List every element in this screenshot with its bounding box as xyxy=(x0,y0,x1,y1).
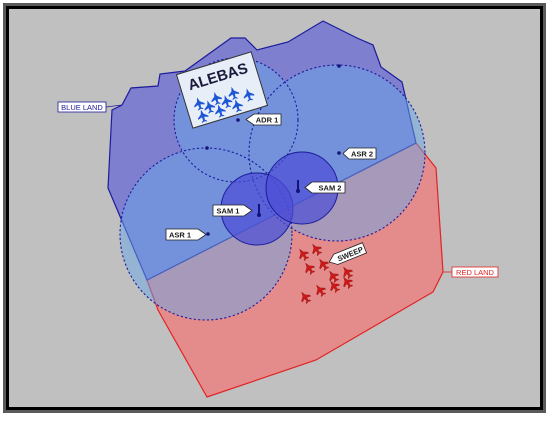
sam2-tag: SAM 2 xyxy=(304,181,346,194)
sam-zones xyxy=(220,151,339,246)
asr1-range-ring xyxy=(119,147,293,321)
blue-land-label: BLUE LAND xyxy=(61,103,103,112)
asr2-radar-dot-icon xyxy=(337,151,341,155)
asr2-tag: ASR 2 xyxy=(342,147,377,160)
sam1-missile-launcher-icon xyxy=(257,204,261,217)
radar-markers xyxy=(205,64,341,236)
adr1-tag: ADR 1 xyxy=(245,113,282,126)
adr1-radar-dot-icon xyxy=(236,118,240,122)
sam1-tag-label: SAM 1 xyxy=(217,207,240,216)
sam2-tag-label: SAM 2 xyxy=(319,184,342,193)
red-land-label: RED LAND xyxy=(456,268,495,277)
blue-land-callout: BLUE LAND xyxy=(57,101,123,113)
ring-marker-dot-icon xyxy=(205,146,209,150)
adr1-tag-label: ADR 1 xyxy=(256,116,279,125)
asr2-tag-label: ASR 2 xyxy=(351,150,373,159)
sam2-missile-launcher-icon xyxy=(296,180,300,193)
asr1-radar-dot-icon xyxy=(206,232,210,236)
unit-tags: ADR 1 ASR 2 SAM 2 SAM 1 ASR 1 SWEEP xyxy=(165,113,377,265)
sam-launchers xyxy=(257,180,300,217)
asr1-tag: ASR 1 xyxy=(165,228,207,241)
asr1-tag-label: ASR 1 xyxy=(169,231,191,240)
asr2-range-ring xyxy=(248,64,426,242)
sam1-tag: SAM 1 xyxy=(212,204,253,217)
ring-marker-dot-icon xyxy=(337,64,341,68)
red-land-callout: RED LAND xyxy=(443,266,499,278)
blue-land-leader-line xyxy=(105,104,123,108)
